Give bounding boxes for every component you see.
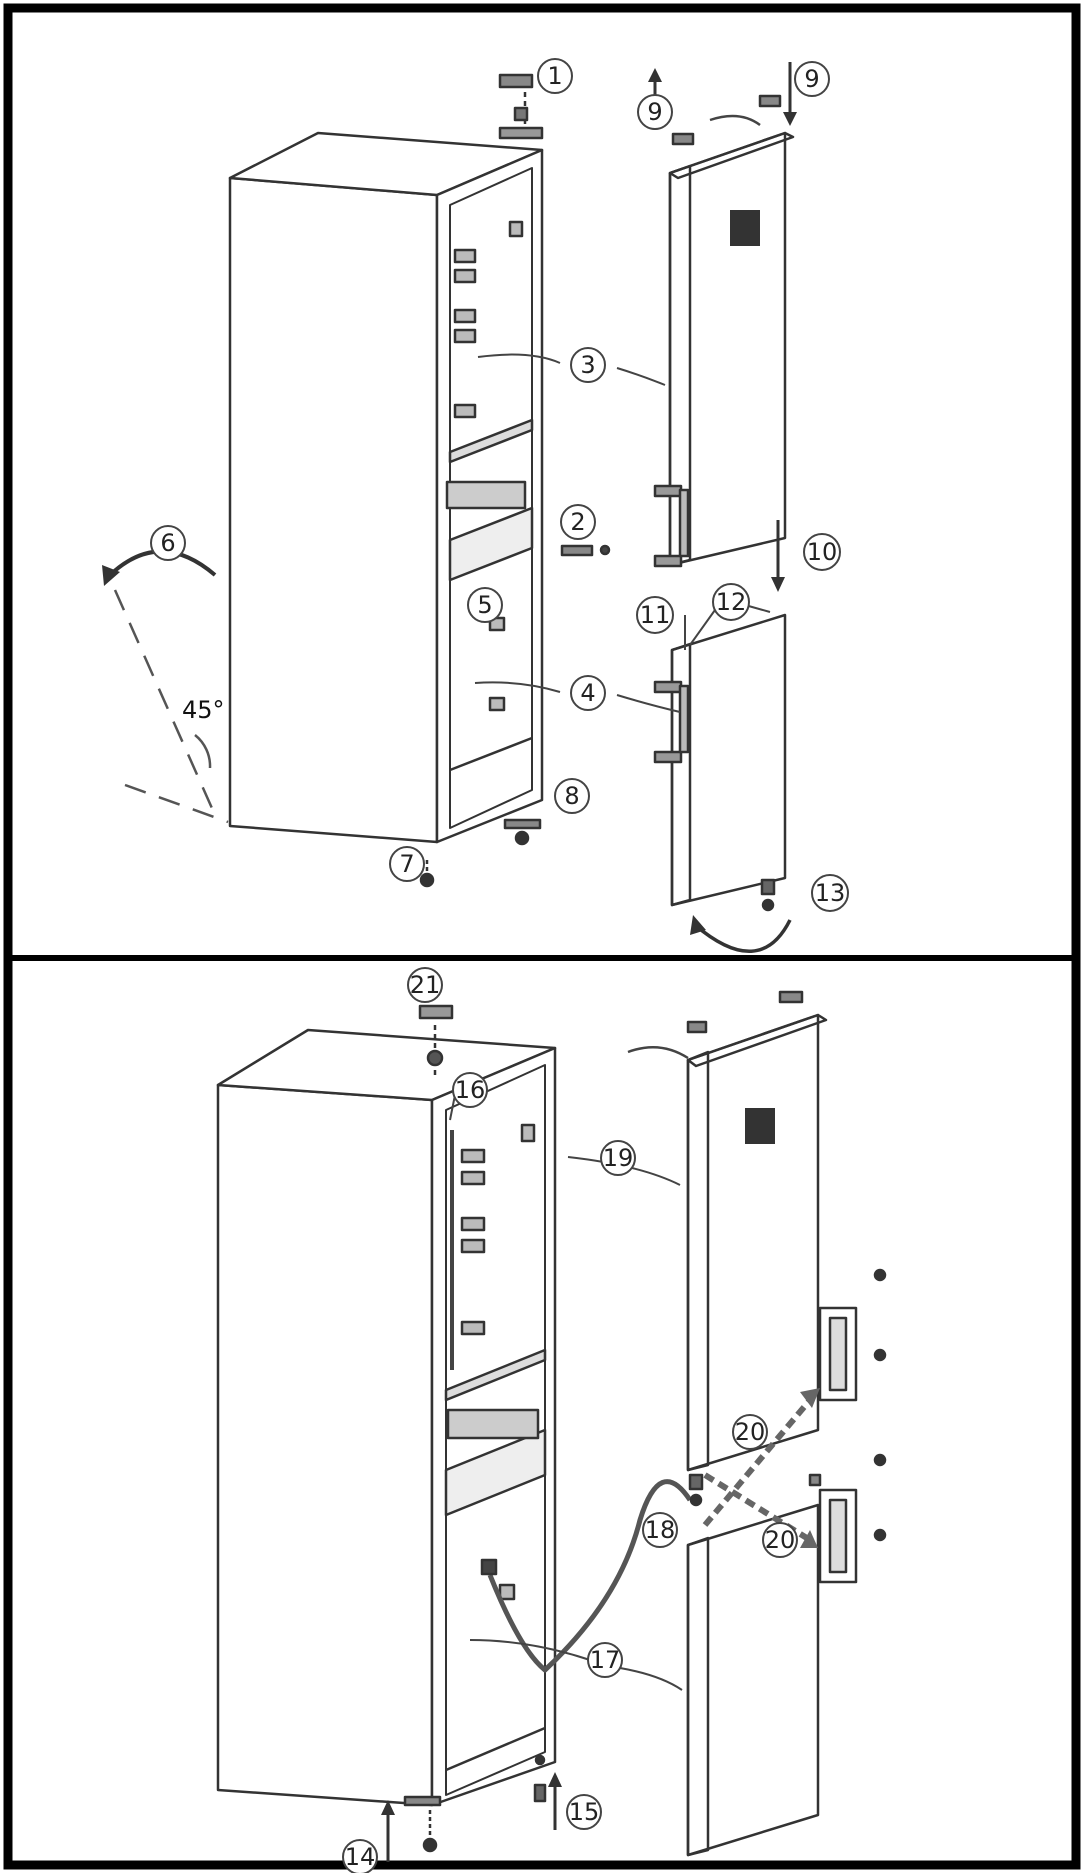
callout-15: 15 <box>566 1794 602 1830</box>
callout-20-upper: 20 <box>732 1414 768 1450</box>
door-cap-right <box>758 94 782 108</box>
callout-7: 7 <box>389 846 425 882</box>
callout-3-label: 3 <box>580 351 595 379</box>
top-cap-part <box>418 1004 454 1075</box>
callout-13-label: 13 <box>815 879 846 907</box>
callout-19-label: 19 <box>603 1144 634 1172</box>
callout-20-lower: 20 <box>762 1522 798 1558</box>
mid-hinge-bottom <box>688 1473 822 1507</box>
handle-lower <box>818 1453 887 1584</box>
callout-9-left-label: 9 <box>647 98 662 126</box>
callout-12: 12 <box>712 583 750 621</box>
handle-upper <box>818 1268 887 1402</box>
callout-6-label: 6 <box>160 529 175 557</box>
callout-10: 10 <box>803 533 841 571</box>
leader-lines-top <box>469 353 771 713</box>
upper-door-top <box>653 131 795 568</box>
callout-18: 18 <box>642 1512 678 1548</box>
callout-17: 17 <box>587 1642 623 1678</box>
callout-4: 4 <box>570 675 606 711</box>
callout-20-lower-label: 20 <box>765 1526 796 1554</box>
callout-21: 21 <box>407 967 443 1003</box>
callout-21-label: 21 <box>410 971 441 999</box>
callout-9-left: 9 <box>637 94 673 130</box>
callout-2: 2 <box>560 504 596 540</box>
door-cable <box>709 114 761 127</box>
callout-17-label: 17 <box>590 1646 621 1674</box>
callouts: 1 2 3 4 5 6 7 <box>150 58 849 1873</box>
callout-11-label: 11 <box>640 601 671 629</box>
swap-arrow-1 <box>702 1398 813 1527</box>
callout-10-label: 10 <box>807 538 838 566</box>
callout-16-label: 16 <box>455 1076 486 1104</box>
callout-2-label: 2 <box>570 508 585 536</box>
fridge-cabinet-bottom <box>216 1028 557 1807</box>
door-cap-bottom-left <box>686 1020 708 1034</box>
callout-7-label: 7 <box>399 850 414 878</box>
top-assembly <box>102 62 797 953</box>
lower-door-bottom <box>686 1503 820 1857</box>
callout-6: 6 <box>150 525 186 561</box>
cabinet-feet-top <box>419 818 542 888</box>
bottom-hinge-lower-door <box>760 878 776 912</box>
top-hinge-parts <box>498 73 544 140</box>
callout-12-label: 12 <box>716 588 747 616</box>
lower-door-top <box>653 613 787 907</box>
callout-13: 13 <box>811 874 849 912</box>
tilt-guide <box>113 589 229 824</box>
callout-5-label: 5 <box>477 591 492 619</box>
callout-15-label: 15 <box>569 1798 600 1826</box>
tilt-angle-label: 45° <box>182 696 225 724</box>
callout-9-right: 9 <box>794 61 830 97</box>
tilt-arrow-head <box>102 565 120 586</box>
cabinet-feet-bottom <box>403 1754 547 1853</box>
callout-19: 19 <box>600 1140 636 1176</box>
callout-20-upper-label: 20 <box>735 1418 766 1446</box>
callout-9-right-label: 9 <box>804 65 819 93</box>
callout-8-label: 8 <box>564 782 579 810</box>
door-cable-bottom <box>627 1046 689 1060</box>
callout-18-label: 18 <box>645 1516 676 1544</box>
callout-11: 11 <box>636 596 674 634</box>
callout-14-label: 14 <box>345 1843 376 1871</box>
callout-5: 5 <box>467 587 503 623</box>
callout-16: 16 <box>452 1072 488 1108</box>
callout-8: 8 <box>554 778 590 814</box>
bottom-assembly <box>216 990 887 1862</box>
callout-1: 1 <box>537 58 573 94</box>
callout-14: 14 <box>342 1839 378 1873</box>
arrow-13 <box>693 919 792 953</box>
diagram-border <box>3 3 1081 1870</box>
callout-4-label: 4 <box>580 679 595 707</box>
door-cap-left <box>671 132 695 146</box>
upper-door-bottom <box>686 1013 828 1472</box>
middle-hinge-parts <box>560 544 611 557</box>
door-cap-bottom-right <box>778 990 804 1004</box>
fridge-cabinet-top <box>228 131 544 844</box>
cable <box>487 1479 693 1673</box>
callout-3: 3 <box>570 347 606 383</box>
callout-1-label: 1 <box>547 62 562 90</box>
